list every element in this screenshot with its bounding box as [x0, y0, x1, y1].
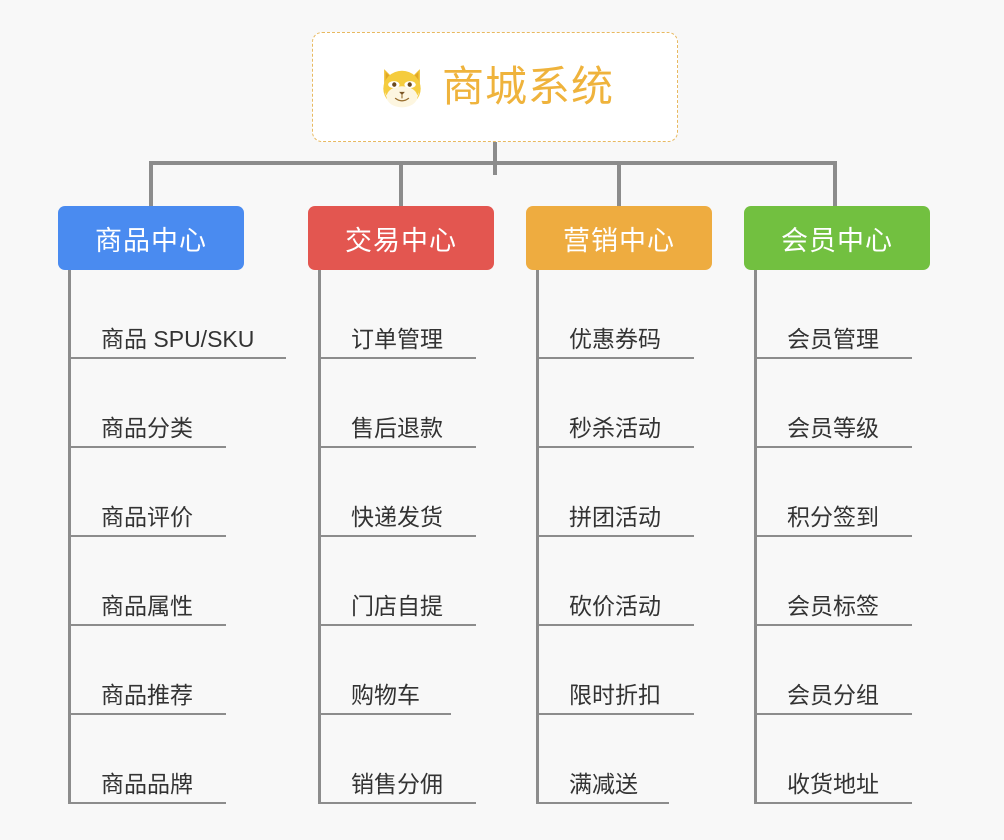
leaf-label: 门店自提 — [351, 592, 443, 619]
leaf-label: 积分签到 — [787, 503, 879, 530]
leaf-item[interactable]: 售后退款 — [321, 359, 476, 448]
branch-column-3: 营销中心 优惠券码 秒杀活动 拼团活动 砍价活动 限时折扣 满减送 — [526, 206, 712, 804]
leaf-item[interactable]: 砍价活动 — [539, 537, 694, 626]
branch-header-label: 商品中心 — [95, 225, 207, 256]
leaf-item[interactable]: 满减送 — [539, 715, 669, 804]
branch-column-2: 交易中心 订单管理 售后退款 快递发货 门店自提 购物车 销售分佣 — [308, 206, 494, 804]
branch-leaf-list-3: 优惠券码 秒杀活动 拼团活动 砍价活动 限时折扣 满减送 — [536, 270, 712, 804]
leaf-label: 购物车 — [351, 681, 420, 708]
leaf-item[interactable]: 会员等级 — [757, 359, 912, 448]
leaf-label: 秒杀活动 — [569, 414, 661, 441]
leaf-label: 售后退款 — [351, 414, 443, 441]
leaf-label: 砍价活动 — [569, 592, 661, 619]
branch-header-label: 会员中心 — [781, 225, 893, 256]
leaf-label: 收货地址 — [787, 770, 879, 797]
leaf-item[interactable]: 拼团活动 — [539, 448, 694, 537]
leaf-item[interactable]: 商品推荐 — [71, 626, 226, 715]
branch-header-label: 交易中心 — [345, 225, 457, 256]
leaf-item[interactable]: 会员管理 — [757, 270, 912, 359]
leaf-label: 会员分组 — [787, 681, 879, 708]
connector-horizontal-bus — [149, 161, 837, 165]
branch-column-1: 商品中心 商品 SPU/SKU 商品分类 商品评价 商品属性 商品推荐 商品品牌 — [58, 206, 286, 804]
connector-drop-4 — [833, 161, 837, 206]
leaf-label: 商品评价 — [101, 503, 193, 530]
root-node[interactable]: 商城系统 — [312, 32, 678, 142]
leaf-item[interactable]: 商品评价 — [71, 448, 226, 537]
leaf-item[interactable]: 商品属性 — [71, 537, 226, 626]
branch-header-1[interactable]: 商品中心 — [58, 206, 244, 270]
leaf-label: 满减送 — [569, 770, 638, 797]
leaf-label: 会员标签 — [787, 592, 879, 619]
branch-leaf-list-1: 商品 SPU/SKU 商品分类 商品评价 商品属性 商品推荐 商品品牌 — [68, 270, 286, 804]
leaf-item[interactable]: 积分签到 — [757, 448, 912, 537]
leaf-item[interactable]: 限时折扣 — [539, 626, 694, 715]
leaf-item[interactable]: 购物车 — [321, 626, 451, 715]
leaf-item[interactable]: 商品分类 — [71, 359, 226, 448]
branch-header-2[interactable]: 交易中心 — [308, 206, 494, 270]
leaf-label: 销售分佣 — [351, 770, 443, 797]
leaf-item[interactable]: 会员分组 — [757, 626, 912, 715]
leaf-label: 商品分类 — [101, 414, 193, 441]
leaf-label: 会员管理 — [787, 325, 879, 352]
connector-drop-1 — [149, 161, 153, 206]
leaf-item[interactable]: 商品 SPU/SKU — [71, 270, 286, 359]
connector-root-stem — [493, 142, 497, 175]
branch-header-4[interactable]: 会员中心 — [744, 206, 930, 270]
leaf-item[interactable]: 商品品牌 — [71, 715, 226, 804]
leaf-item[interactable]: 秒杀活动 — [539, 359, 694, 448]
leaf-item[interactable]: 收货地址 — [757, 715, 912, 804]
connector-drop-3 — [617, 161, 621, 206]
leaf-label: 限时折扣 — [569, 681, 661, 708]
leaf-label: 商品推荐 — [101, 681, 193, 708]
leaf-item[interactable]: 会员标签 — [757, 537, 912, 626]
root-title: 商城系统 — [441, 63, 614, 110]
leaf-item[interactable]: 优惠券码 — [539, 270, 694, 359]
leaf-item[interactable]: 门店自提 — [321, 537, 476, 626]
leaf-item[interactable]: 订单管理 — [321, 270, 476, 359]
connector-drop-2 — [399, 161, 403, 206]
leaf-item[interactable]: 快递发货 — [321, 448, 476, 537]
leaf-label: 快递发货 — [351, 503, 443, 530]
branch-header-3[interactable]: 营销中心 — [526, 206, 712, 270]
leaf-label: 拼团活动 — [569, 503, 661, 530]
leaf-label: 订单管理 — [351, 325, 443, 352]
branch-leaf-list-2: 订单管理 售后退款 快递发货 门店自提 购物车 销售分佣 — [318, 270, 494, 804]
leaf-label: 商品品牌 — [101, 770, 193, 797]
branch-leaf-list-4: 会员管理 会员等级 积分签到 会员标签 会员分组 收货地址 — [754, 270, 930, 804]
shiba-dog-face-icon — [383, 69, 421, 108]
leaf-item[interactable]: 销售分佣 — [321, 715, 476, 804]
leaf-label: 商品属性 — [101, 592, 193, 619]
leaf-label: 会员等级 — [787, 414, 879, 441]
leaf-label: 商品 SPU/SKU — [101, 325, 255, 352]
leaf-label: 优惠券码 — [569, 325, 661, 352]
branch-header-label: 营销中心 — [563, 225, 675, 256]
branch-column-4: 会员中心 会员管理 会员等级 积分签到 会员标签 会员分组 收货地址 — [744, 206, 930, 804]
